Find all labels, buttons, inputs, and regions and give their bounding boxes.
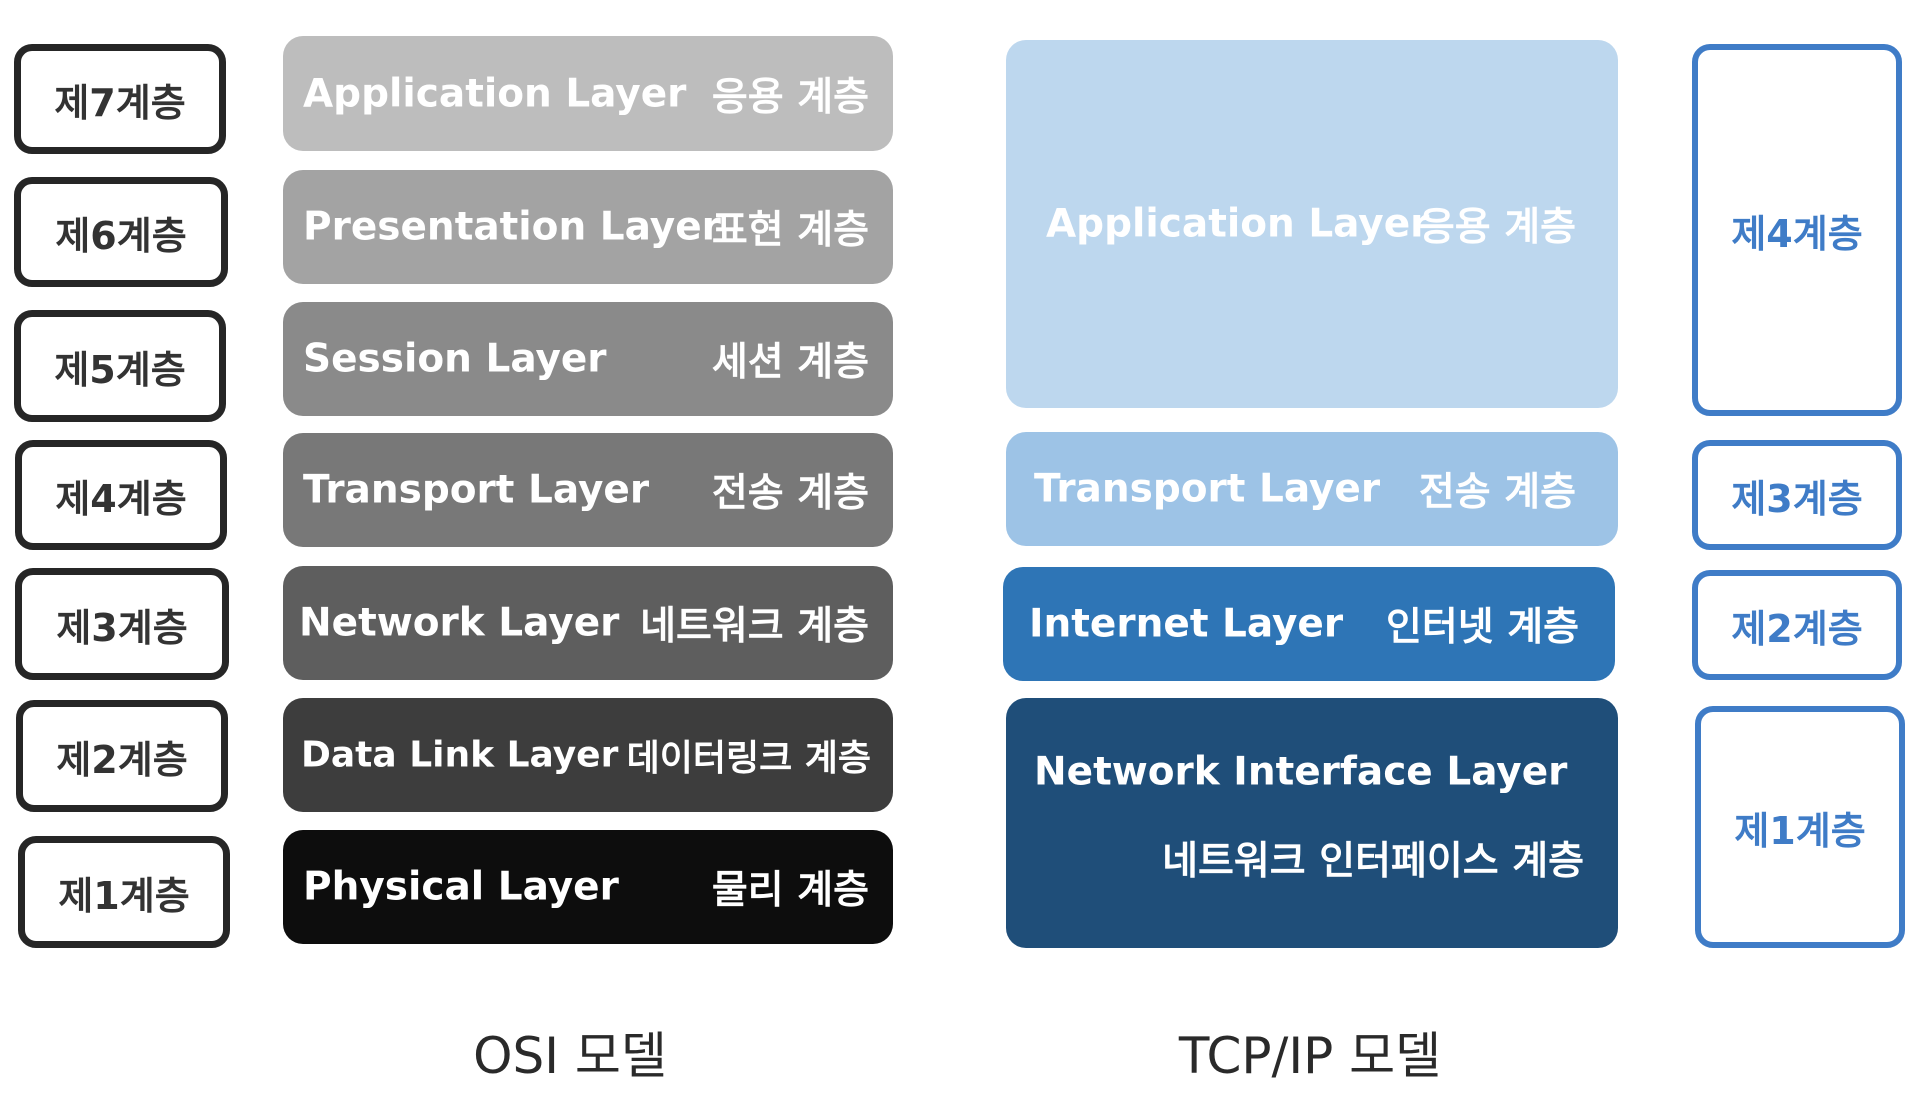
tcpip-network-interface-layer-en: Network Interface Layer <box>1034 749 1568 795</box>
osi-session-layer: Session Layer 세션 계층 <box>283 302 893 416</box>
osi-network-layer: Network Layer 네트워크 계층 <box>283 566 893 680</box>
tcpip-layer4-number: 제4계층 <box>1692 44 1902 416</box>
tcpip-transport-layer-en: Transport Layer <box>1034 466 1381 512</box>
tcpip-layer1-number: 제1계층 <box>1695 706 1905 948</box>
osi-session-layer-ko: 세션 계층 <box>711 340 869 385</box>
tcpip-layer2-number: 제2계층 <box>1692 570 1902 680</box>
tcpip-application-layer: Application Layer 응용 계층 <box>1006 40 1618 408</box>
osi-application-layer-en: Application Layer <box>303 71 687 116</box>
osi-layer5-number: 제5계층 <box>14 310 226 422</box>
osi-network-layer-ko: 네트워크 계층 <box>640 604 869 649</box>
osi-layer3-number: 제3계층 <box>15 568 229 680</box>
osi-physical-layer-ko: 물리 계층 <box>711 868 869 913</box>
osi-application-layer-ko: 응용 계층 <box>711 74 869 120</box>
osi-presentation-layer-en: Presentation Layer <box>303 204 721 250</box>
osi-layer7-number: 제7계층 <box>14 44 226 154</box>
tcpip-internet-layer-ko: 인터넷 계층 <box>1386 605 1579 650</box>
tcpip-internet-layer-en: Internet Layer <box>1029 601 1344 647</box>
osi-data-link-layer-ko: 데이터링크 계층 <box>626 738 871 779</box>
osi-layer6-number: 제6계층 <box>14 177 228 287</box>
osi-network-layer-en: Network Layer <box>299 600 620 646</box>
tcpip-application-layer-en: Application Layer <box>1046 201 1430 247</box>
tcpip-layer3-number: 제3계층 <box>1692 440 1902 550</box>
osi-layer2-number: 제2계층 <box>16 700 228 812</box>
osi-physical-layer: Physical Layer 물리 계층 <box>283 830 893 944</box>
tcpip-network-interface-layer-ko: 네트워크 인터페이스 계층 <box>1162 839 1584 884</box>
osi-physical-layer-en: Physical Layer <box>303 864 619 910</box>
tcpip-application-layer-ko: 응용 계층 <box>1418 205 1576 250</box>
osi-data-link-layer: Data Link Layer 데이터링크 계층 <box>283 698 893 812</box>
tcpip-transport-layer: Transport Layer 전송 계층 <box>1006 432 1618 546</box>
tcpip-internet-layer: Internet Layer 인터넷 계층 <box>1003 567 1615 681</box>
tcpip-model-caption: TCP/IP 모델 <box>1178 1027 1442 1085</box>
osi-data-link-layer-en: Data Link Layer <box>301 734 619 776</box>
osi-layer1-number: 제1계층 <box>18 836 230 948</box>
osi-model-caption: OSI 모델 <box>473 1027 667 1085</box>
osi-presentation-layer-ko: 표현 계층 <box>711 208 869 253</box>
osi-transport-layer-en: Transport Layer <box>303 467 650 513</box>
osi-transport-layer: Transport Layer 전송 계층 <box>283 433 893 547</box>
tcpip-transport-layer-ko: 전송 계층 <box>1418 470 1576 515</box>
osi-session-layer-en: Session Layer <box>303 336 607 382</box>
osi-presentation-layer: Presentation Layer 표현 계층 <box>283 170 893 284</box>
osi-transport-layer-ko: 전송 계층 <box>711 471 869 516</box>
osi-application-layer: Application Layer 응용 계층 <box>283 36 893 151</box>
tcpip-network-interface-layer: Network Interface Layer 네트워크 인터페이스 계층 <box>1006 698 1618 948</box>
osi-layer4-number: 제4계층 <box>15 440 227 550</box>
